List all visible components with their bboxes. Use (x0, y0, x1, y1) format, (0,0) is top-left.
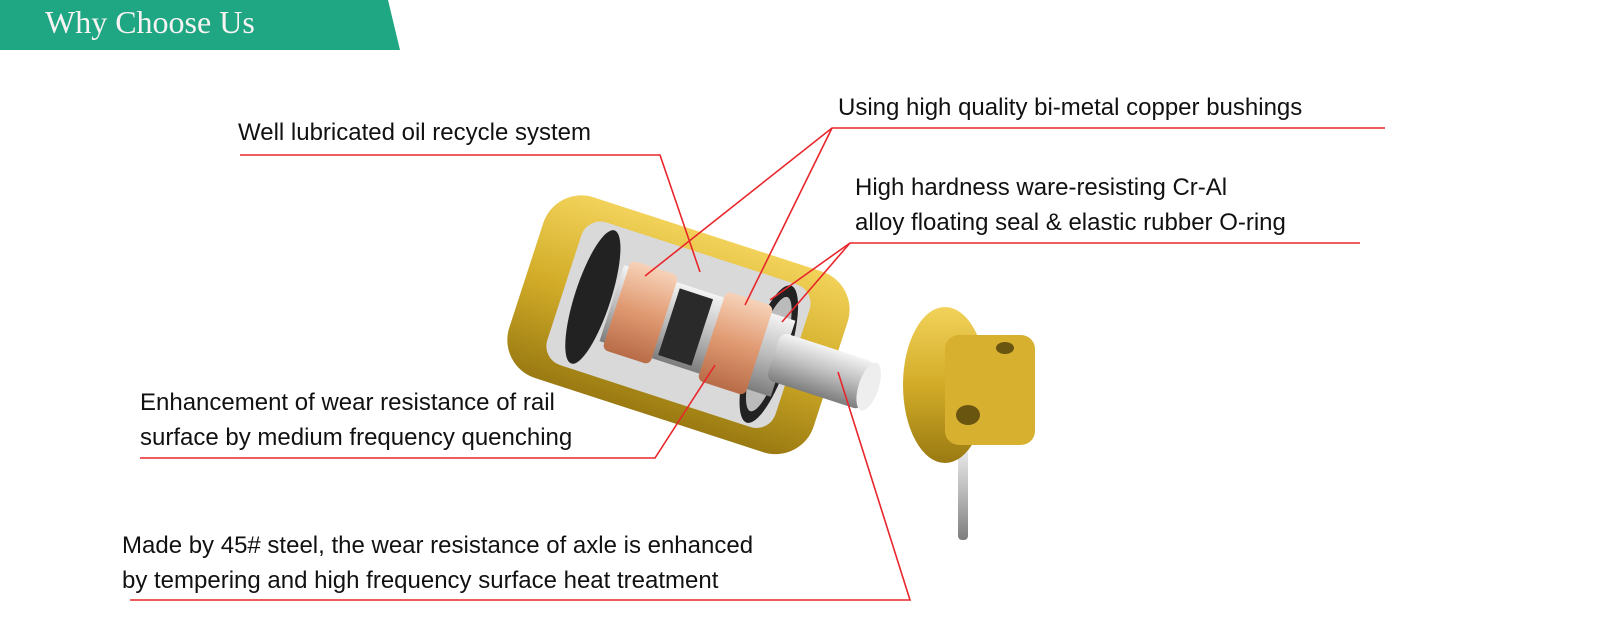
callout-seal: High hardness ware-resisting Cr-Al alloy… (855, 170, 1286, 240)
callout-text: High hardness ware-resisting Cr-Al (855, 174, 1228, 201)
callout-text: surface by medium frequency quenching (140, 424, 573, 451)
section-banner: Why Choose Us (0, 0, 400, 50)
callout-axle: Made by 45# steel, the wear resistance o… (122, 528, 753, 598)
roller-body (507, 195, 881, 455)
callout-lines (130, 127, 1385, 601)
callout-text: by tempering and high frequency surface … (122, 567, 719, 594)
end-cap (903, 307, 1035, 540)
banner-background (0, 0, 400, 50)
callout-text: Made by 45# steel, the wear resistance o… (122, 532, 754, 559)
callout-text: Enhancement of wear resistance of rail (140, 389, 555, 416)
callout-oil-system: Well lubricated oil recycle system (238, 115, 591, 150)
callout-text: alloy floating seal & elastic rubber O-r… (855, 209, 1286, 236)
callout-bushings: Using high quality bi-metal copper bushi… (838, 90, 1302, 125)
callout-rail: Enhancement of wear resistance of rail s… (140, 385, 572, 455)
banner-title: Why Choose Us (45, 4, 255, 40)
callout-text: Using high quality bi-metal copper bushi… (838, 94, 1303, 121)
callout-text: Well lubricated oil recycle system (238, 119, 592, 146)
